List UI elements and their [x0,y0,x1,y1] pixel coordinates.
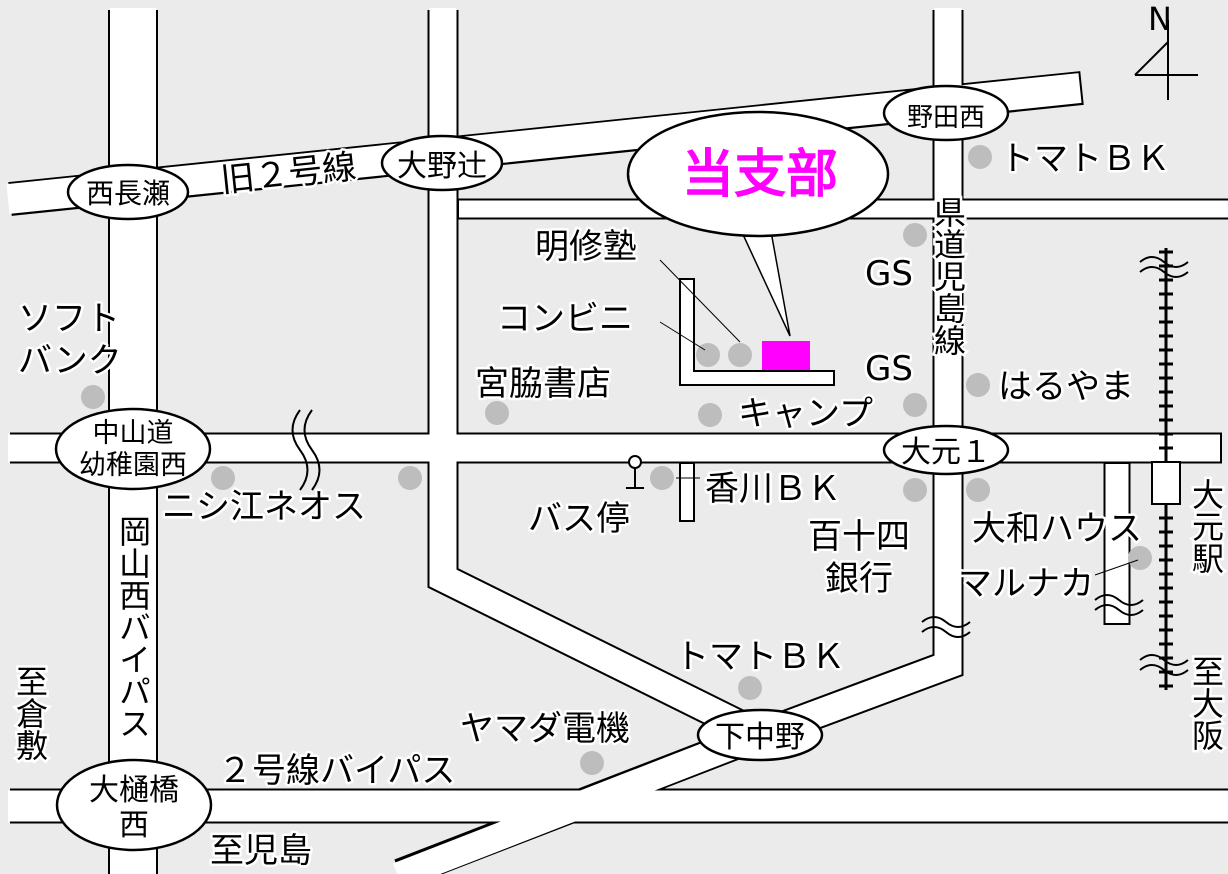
intersection-omoto1 [882,424,1010,476]
ono-road [429,8,766,748]
intersection-ono-tsuji [380,134,504,192]
intersection-label: 西 [119,808,149,843]
landmark-marker [968,145,992,169]
landmark-marker [81,385,105,409]
landmark-gs: GS [865,349,913,389]
landmark-marker [696,343,720,367]
direction-kurashiki: 至倉敷 [11,665,49,761]
landmark-marker [738,676,762,700]
intersection-noda-nishi [882,84,1010,142]
target-location-marker [762,341,810,370]
landmark-marker [728,343,752,367]
landmark-softbank: ソフト [18,299,120,339]
intersection-shimonakano [696,708,824,762]
landmark-miyawaki: 宮脇書店 [475,364,611,404]
bus-stop-icon [626,455,644,489]
landmark-marker [580,751,604,775]
intersection-label: 大野辻 [397,149,487,184]
intersection-nakasando [54,407,212,491]
landmark-bus-stop: バス停 [528,499,630,539]
road-label-kendo: 県道児島線 [929,196,967,356]
landmark-marker [398,466,422,490]
landmark-marker [1128,546,1152,570]
station-icon [1151,461,1181,505]
road-break-marks [291,256,1189,676]
direction-osaka: 至大阪 [1187,655,1225,751]
intersection-label: 幼稚園西 [79,450,187,481]
intersection-nishi-nagase [66,163,190,221]
railway [1151,248,1181,690]
landmark-nishi-eneos: ニシ江ネオス [162,487,366,527]
callout-bubble [626,110,890,238]
landmark-marker [966,478,990,502]
north-arrow-icon [1134,20,1198,100]
landmark-haruyama: はるやま [998,367,1134,407]
landmark-gs: GS [865,254,913,294]
landmark-softbank: バンク [18,341,122,381]
intersection-label: 野田西 [907,103,985,133]
intersection-label: 中山道 [93,418,174,449]
landmark-marker [650,466,674,490]
intersection-label: 下中野 [715,720,805,755]
intersection-obibashi-nishi [55,758,213,852]
landmark-kagawa-bk: 香川ＢＫ [705,469,841,509]
landmark-hyakujushi: 銀行 [825,559,893,599]
road-label-route2-bypass: ２号線バイパス [218,751,455,791]
branch-title: 当支部 [682,145,838,205]
landmark-marker [698,403,722,427]
station-label: 大元駅 [1187,478,1225,574]
leader-lines [659,259,1139,576]
intersection-label: 大樋橋 [89,773,179,808]
landmark-tomato-bk: トマトＢＫ [1000,139,1170,179]
landmark-yamada-denki: ヤマダ電機 [460,709,630,749]
direction-kojima: 至児島 [210,831,312,871]
landmark-marker [903,393,927,417]
landmark-marunaka: マルナカ [958,564,1094,604]
landmark-marker [211,466,235,490]
side-street [681,280,833,384]
landmark-markers [81,145,1152,775]
landmark-marker [485,401,509,425]
intersection-label: 大元１ [901,435,991,470]
landmark-daiwa-house: 大和ハウス [972,509,1142,549]
landmark-conbini: コンビニ [497,299,633,339]
landmark-marker [903,478,927,502]
landmark-meishujuku: 明修塾 [535,227,637,267]
road-label-okayama-bypass: 岡山西バイパス [114,515,152,739]
intersection-label: 西長瀬 [86,177,170,210]
landmark-camp: キャンプ [738,394,873,434]
callout-joint [741,228,771,234]
landmark-hyakujushi: 百十四 [808,517,910,557]
landmark-tomato-bk: トマトＢＫ [675,637,845,677]
landmark-marker [966,373,990,397]
callout-tail [739,225,791,337]
compass-north-label: N [1148,0,1172,38]
landmark-marker [903,223,927,247]
